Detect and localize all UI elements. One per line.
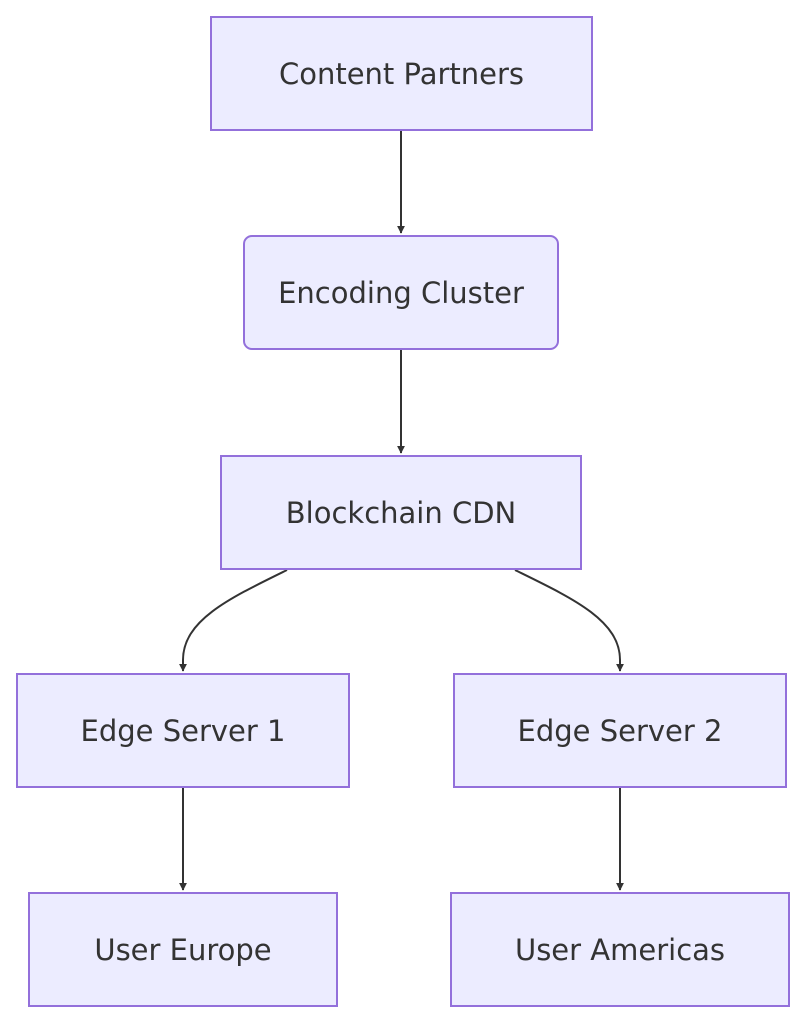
node-user-europe: User Europe [28,892,338,1007]
node-label: User Europe [94,932,272,967]
node-edge-server-1: Edge Server 1 [16,673,350,788]
node-user-americas: User Americas [450,892,790,1007]
edge-cdn-to-edge2 [514,569,624,672]
node-label: User Americas [514,932,726,967]
node-content-partners: Content Partners [210,16,593,131]
node-encoding-cluster: Encoding Cluster [243,235,559,350]
node-blockchain-cdn: Blockchain CDN [220,455,582,570]
node-label: Content Partners [278,56,525,91]
node-label: Encoding Cluster [278,275,524,310]
edge-cdn-to-edge1 [179,569,288,672]
node-label: Blockchain CDN [285,495,517,530]
node-label: Edge Server 2 [517,713,723,748]
node-edge-server-2: Edge Server 2 [453,673,787,788]
node-label: Edge Server 1 [80,713,286,748]
